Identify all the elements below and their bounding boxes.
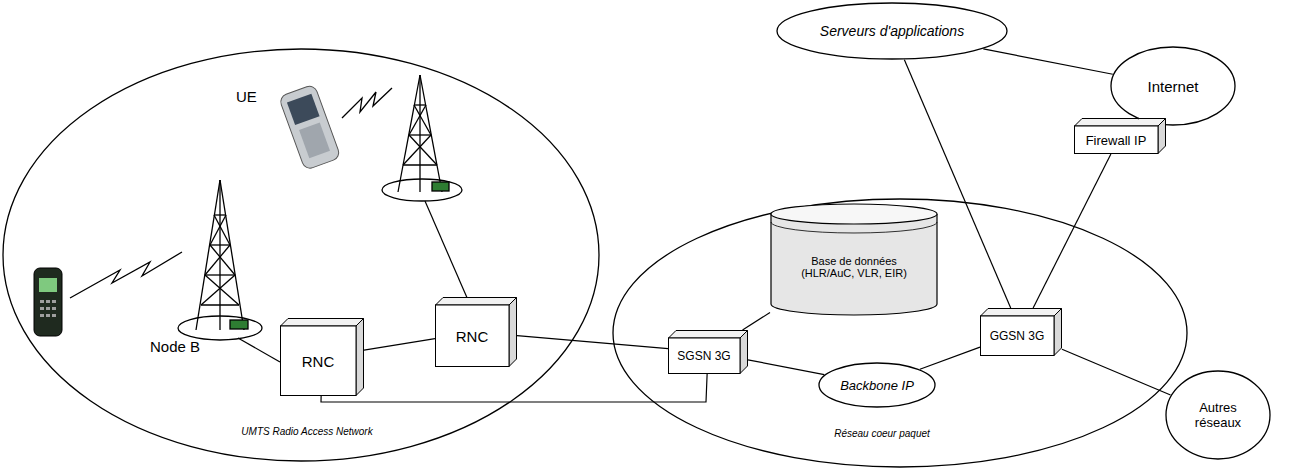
- cloud-ellipse: Autres réseaux: [1165, 370, 1271, 460]
- node-text: Backbone IP: [836, 362, 919, 408]
- node-text: SGSN 3G: [668, 338, 740, 374]
- antenna-tower: [382, 75, 462, 201]
- node-text: Autres réseaux: [1181, 370, 1255, 460]
- node-text: Internet: [1129, 46, 1217, 126]
- wire: [238, 338, 280, 362]
- radio-link: [70, 252, 182, 298]
- node-text: RNC: [435, 305, 509, 367]
- node-text: RNC: [280, 326, 356, 396]
- controller-box: RNC: [435, 297, 517, 367]
- controller-box: RNC: [280, 318, 364, 396]
- mobile-phone: [34, 268, 62, 336]
- connector-line: [1062, 349, 1171, 395]
- network-region-outline: [2, 48, 600, 462]
- node-text: Serveurs d'applications: [811, 2, 973, 60]
- connector-line: [920, 347, 980, 369]
- connector-line: [1033, 154, 1111, 308]
- node-text: Réseau coeur paquet: [787, 424, 977, 442]
- firewall-box: Firewall IP: [1074, 118, 1166, 154]
- connector-line: [517, 336, 668, 349]
- cloud-ellipse: Serveurs d'applications: [776, 2, 1008, 60]
- node-text: Firewall IP: [1074, 126, 1158, 154]
- part-label: UE: [236, 88, 257, 105]
- database-cylinder: Base de données (HLR/AuC, VLR, EIR): [770, 203, 938, 315]
- connector-line: [743, 313, 770, 330]
- node-text: Base de données (HLR/AuC, VLR, EIR): [788, 231, 920, 302]
- part-label: Node B: [150, 338, 200, 355]
- backbone-ellipse: Backbone IP: [818, 362, 936, 408]
- wire: [425, 201, 468, 300]
- radio-link: [342, 88, 392, 118]
- node-text: GGSN 3G: [980, 316, 1054, 356]
- connector-line: [983, 49, 1112, 74]
- connector-line: [364, 339, 435, 351]
- antenna-tower: [178, 180, 262, 340]
- connector-line: [748, 360, 824, 375]
- gateway-box: SGSN 3G: [668, 330, 748, 374]
- network-region: UMTS Radio Access Network RNC RNC: [2, 48, 600, 462]
- network-region: Réseau coeur paquet SGSN 3G Base de donnée…: [612, 198, 1188, 468]
- cloud-ellipse: Internet: [1110, 46, 1236, 126]
- gateway-box: GGSN 3G: [980, 308, 1062, 356]
- node-text: UMTS Radio Access Network: [197, 422, 417, 440]
- mobile-phone: [279, 84, 341, 170]
